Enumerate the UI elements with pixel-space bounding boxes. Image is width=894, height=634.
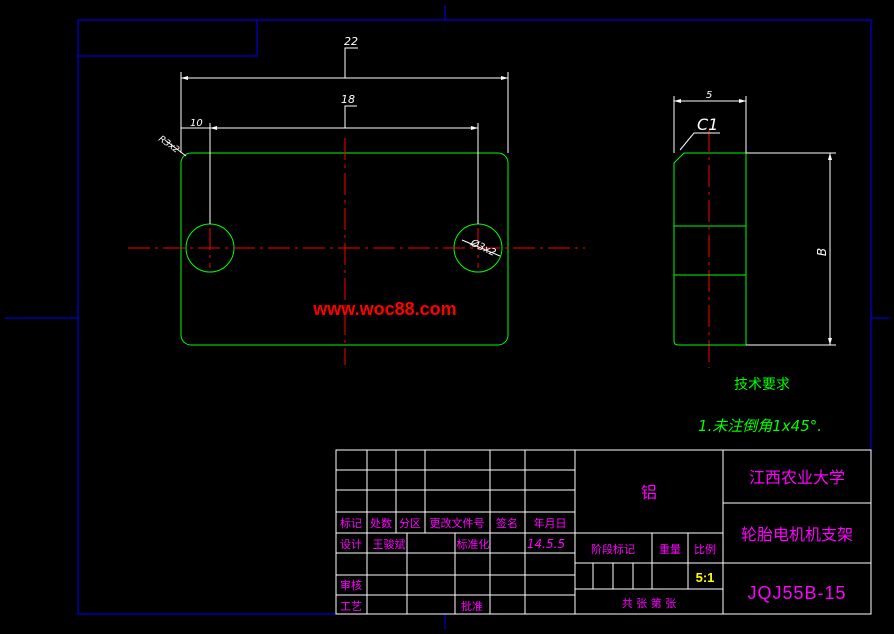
school-name: 江西农业大学 [749, 468, 845, 487]
drawing-number: JQJ55B-15 [747, 583, 846, 603]
label-review: 审核 [340, 578, 362, 592]
tech-req-title: 技术要求 [734, 377, 790, 393]
label-sheets: 共 张 第 张 [622, 596, 677, 610]
dim-thickness: 5 [706, 90, 712, 101]
title-block [335, 449, 872, 615]
scale-value: 5:1 [696, 570, 715, 585]
dim-hole-spacing: 18 [341, 93, 355, 106]
label-approve: 批准 [461, 599, 483, 613]
watermark-text: www.woc88.com [312, 299, 456, 319]
dim-corner-radius: R3x2 [156, 134, 181, 156]
side-view [673, 152, 747, 346]
tech-req-note: 1.未注倒角1x45°. [698, 417, 822, 435]
label-stage-mark: 阶段标记 [591, 542, 635, 556]
label-weight: 重量 [659, 542, 681, 556]
side-dimensions [673, 96, 836, 346]
label-change-doc: 更改文件号 [430, 516, 485, 530]
label-count: 处数 [370, 517, 392, 530]
label-date: 年月日 [534, 516, 567, 530]
material: 铝 [641, 483, 657, 502]
dim-height: B [815, 248, 829, 256]
dim-overall-length: 22 [344, 35, 358, 48]
part-name: 轮胎电机机支架 [741, 525, 853, 544]
label-standardize: 标准化 [457, 537, 490, 551]
label-design: 设计 [340, 538, 362, 551]
label-process: 工艺 [340, 600, 362, 613]
center-lines [128, 130, 710, 368]
front-dimensions [164, 47, 509, 257]
label-signature: 签名 [496, 516, 518, 530]
dim-hole-offset: 10 [190, 118, 203, 129]
label-mark: 标记 [340, 516, 362, 530]
designer-name: 王骏斌 [373, 537, 406, 551]
dim-chamfer: C1 [697, 115, 718, 134]
design-date: 14.5.5 [527, 537, 565, 551]
label-scale: 比例 [694, 542, 716, 556]
dim-hole-diameter: Ø3x2 [468, 236, 498, 259]
label-zone: 分区 [399, 517, 421, 530]
